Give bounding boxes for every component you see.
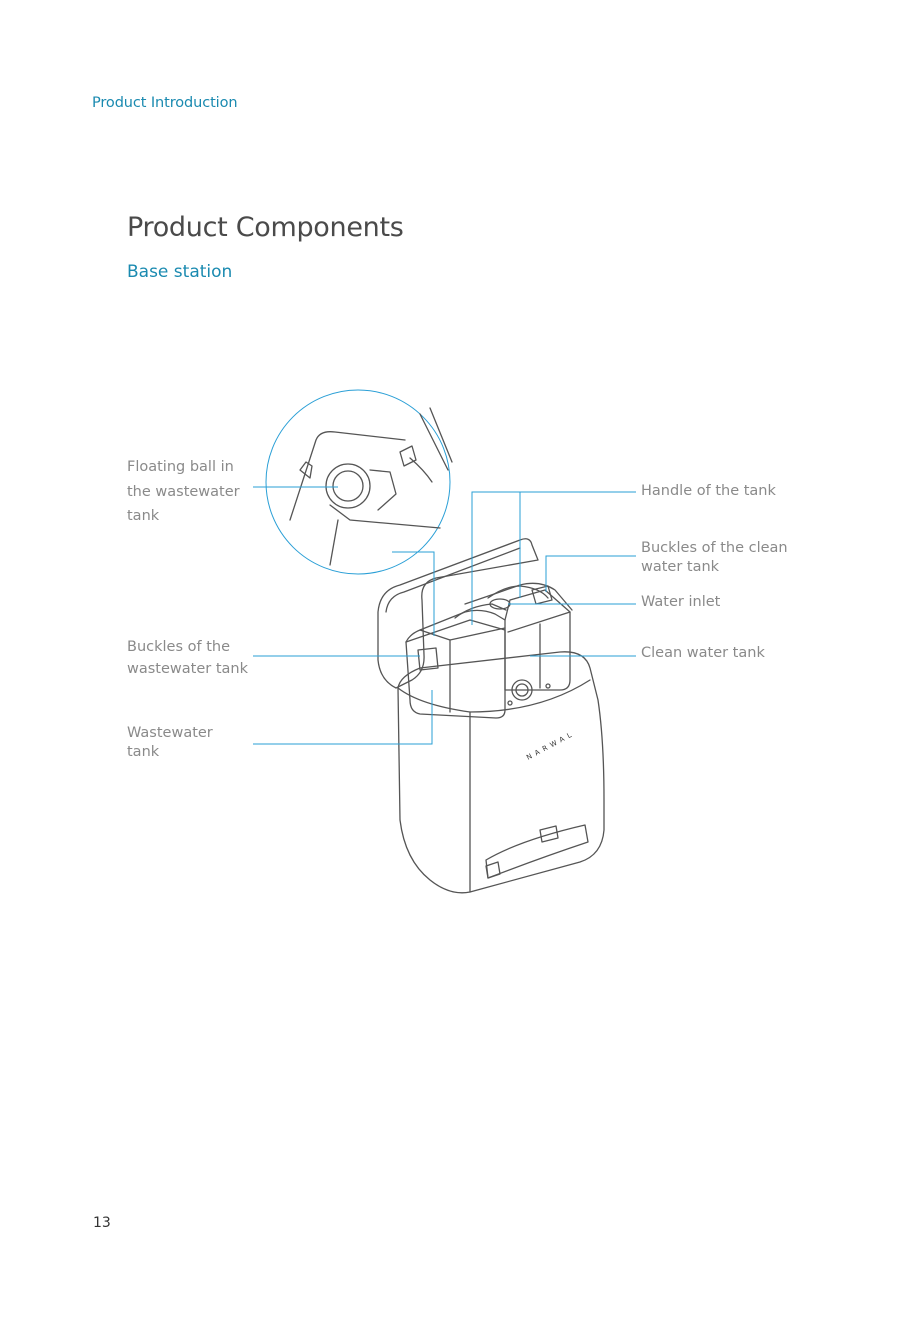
label-clean-tank: Clean water tank: [641, 644, 765, 663]
label-buckles-wastewater: Buckles of the wastewater tank: [127, 636, 248, 680]
label-floating-ball: Floating ball in the wastewater tank: [127, 455, 240, 529]
page-number: 13: [93, 1215, 111, 1231]
brand-mark: NARWAL: [525, 729, 576, 761]
label-water-inlet: Water inlet: [641, 593, 720, 612]
clean-water-tank: [505, 590, 570, 690]
wastewater-tank: [406, 620, 505, 718]
station-lid: [378, 539, 538, 688]
label-wastewater-tank: Wastewater tank: [127, 724, 213, 762]
label-buckles-clean: Buckles of the clean water tank: [641, 539, 788, 577]
station-body: [398, 652, 604, 893]
label-handle: Handle of the tank: [641, 482, 776, 501]
